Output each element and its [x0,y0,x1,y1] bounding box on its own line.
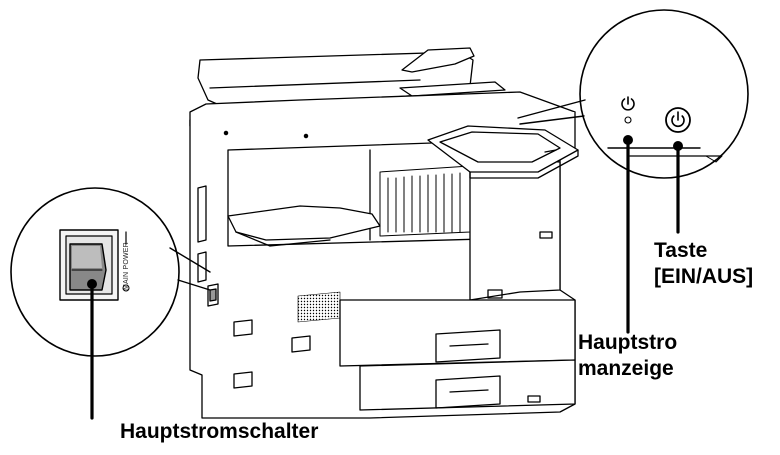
panel-button-strip [544,149,557,153]
front-dot [223,130,229,136]
power-standby-icon [621,96,635,111]
label-main-power-indicator-line1: Hauptstro [578,331,678,354]
output-tray-lip [235,231,331,247]
touch-screen [439,131,561,163]
document-feeder-output [399,81,506,97]
switch-callout [10,187,211,357]
tray-grips [449,343,489,393]
lower-door-handle-2 [291,335,311,353]
power-callout [517,9,749,179]
tray-2-handle [527,395,541,403]
tray-1-handle [487,289,503,299]
label-main-power-switch: Hauptstromschalter [120,419,318,445]
label-power-button: Taste [EIN/AUS] [654,238,753,290]
right-column [469,159,561,301]
control-panel-edge [469,149,579,179]
copier-body [189,47,579,419]
feeder-edge [209,79,421,89]
label-power-button-line1: Taste [654,239,708,262]
label-power-button-line2: [EIN/AUS] [654,265,754,288]
vent-grille [297,291,341,323]
side-panel-slot-2 [197,251,207,283]
output-tray [227,205,381,241]
side-switch [209,288,217,302]
label-main-power-switch-text: Hauptstromschalter [120,420,319,443]
side-panel-slot [197,185,207,243]
tray-front-panel-2 [435,375,501,409]
lower-door-handle [233,319,253,337]
tray-front-panel [435,329,501,363]
paper-tray-2 [359,359,576,411]
lower-door-handle-3 [233,371,253,389]
main-power-panel-text: MAIN POWER [123,242,130,290]
leader-lines [90,138,680,420]
label-main-power-indicator-line2: manzeige [578,357,674,380]
document-feeder-tray [401,47,475,73]
front-dot-2 [303,133,309,139]
column-button [539,231,553,239]
main-power-indicator-icon [122,284,130,292]
label-main-power-indicator: Hauptstro manzeige [578,330,677,382]
